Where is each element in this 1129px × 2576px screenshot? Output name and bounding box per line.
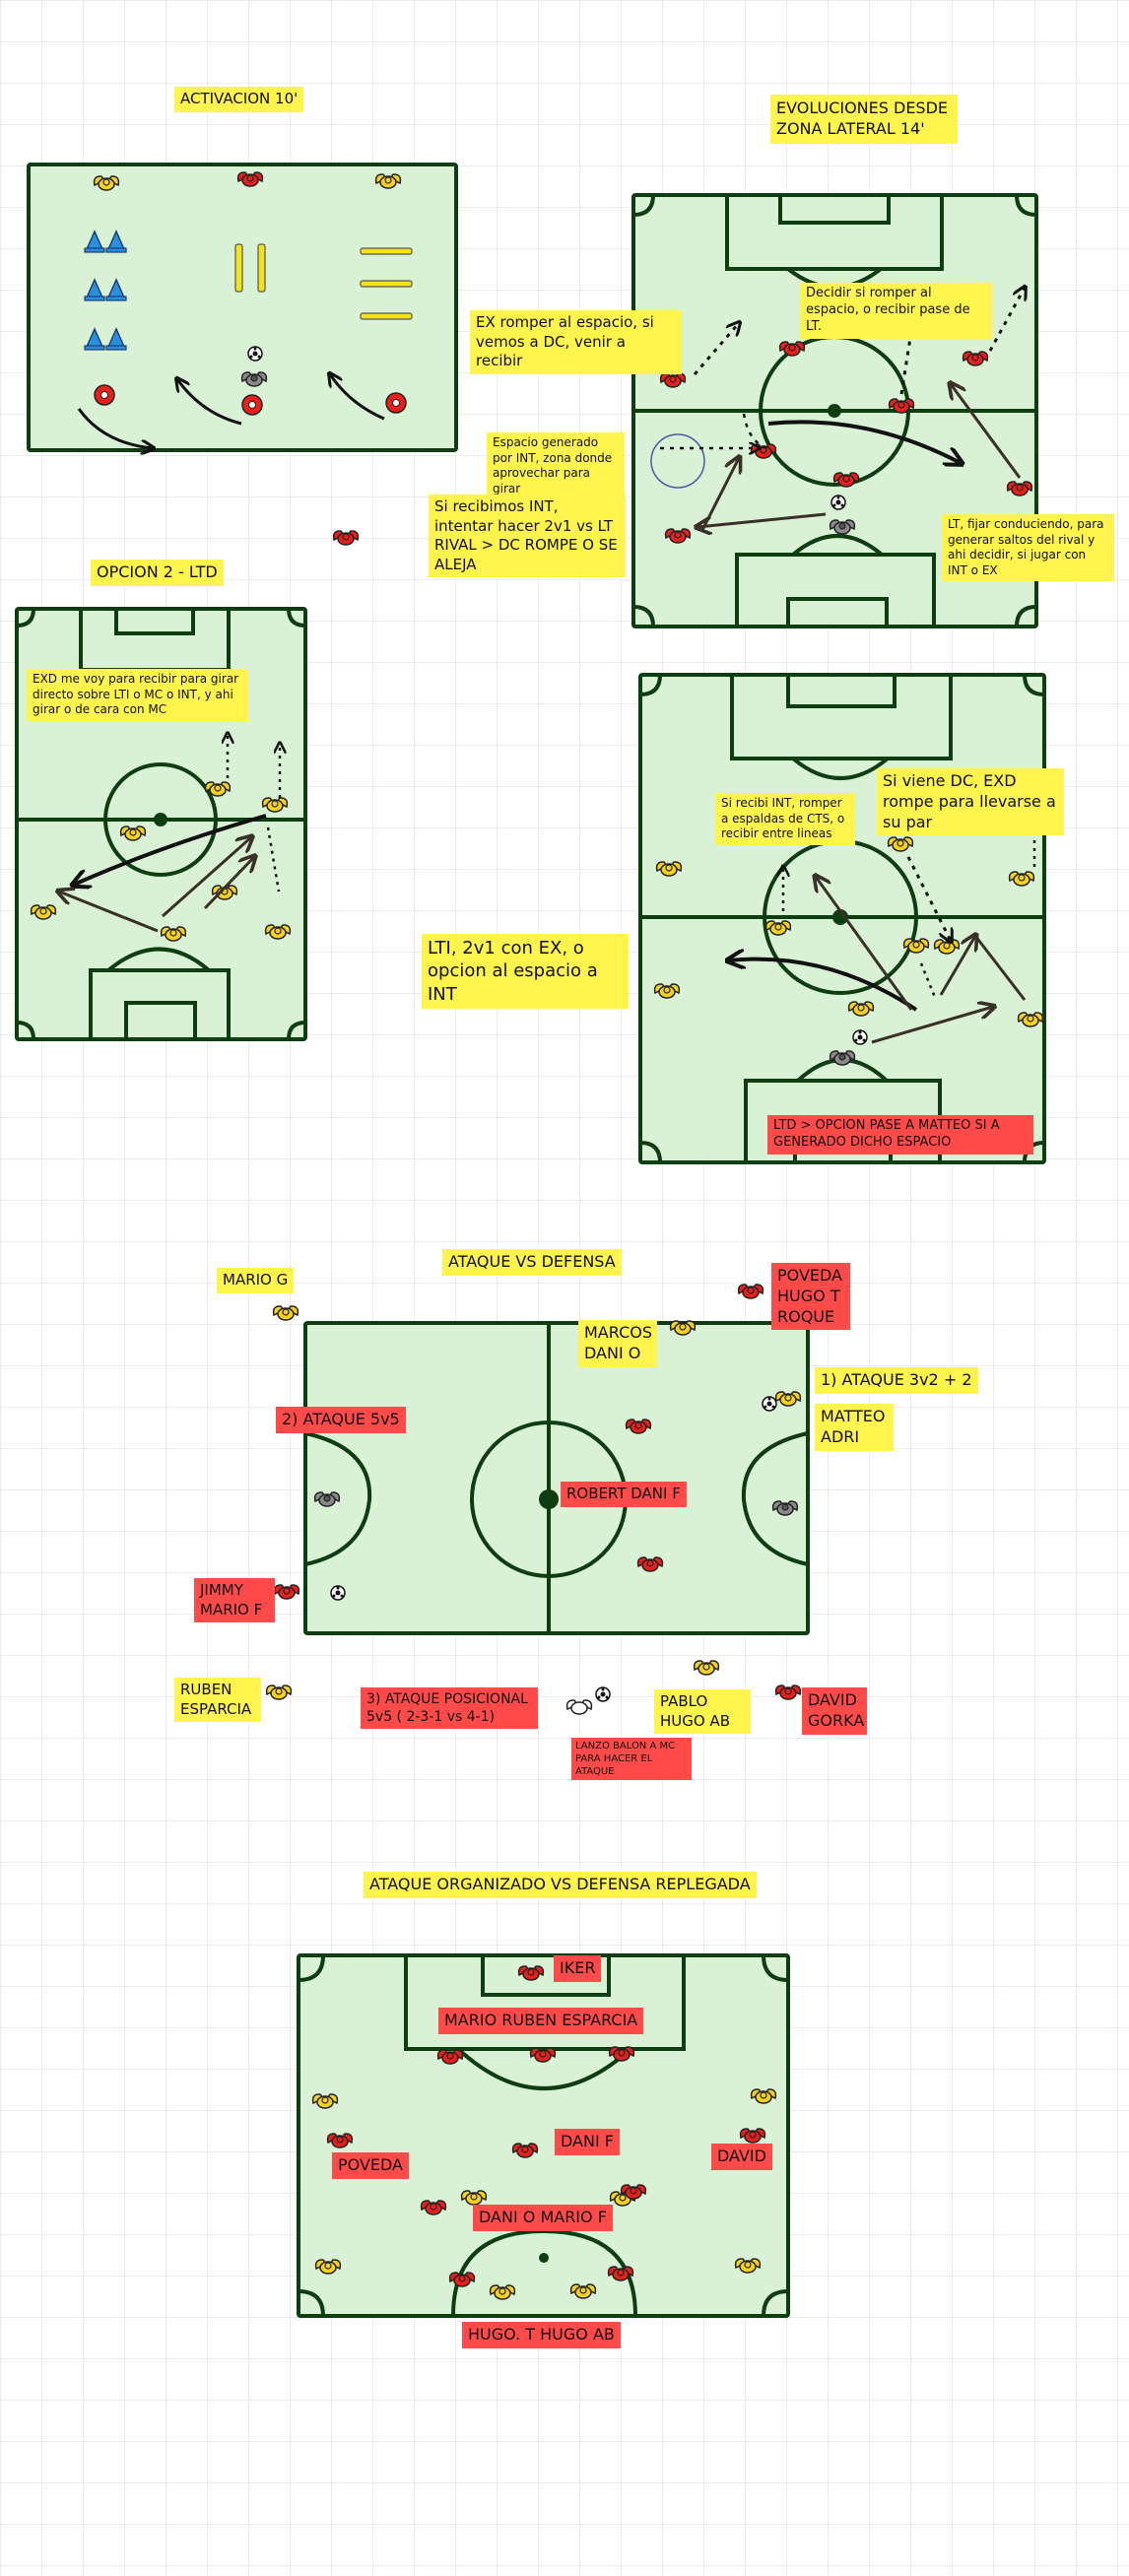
player-token-icon <box>737 1284 764 1299</box>
ball-icon <box>330 1585 346 1601</box>
note-decidir: Decidir si romper al espacio, o recibir … <box>800 283 992 339</box>
arrow-icon <box>767 420 961 463</box>
arrow-icon <box>951 384 1022 479</box>
label-mario-g: MARIO G <box>217 1268 295 1293</box>
title-opcion2: OPCION 2 - LTD <box>91 560 224 586</box>
note-ex-romper: EX romper al espacio, si vemos a DC, ven… <box>470 310 682 374</box>
ring-cone-icon <box>241 394 263 416</box>
label-poveda: POVEDA <box>332 2152 409 2179</box>
arrow-icon <box>266 826 281 892</box>
player-token-icon <box>273 1584 300 1600</box>
pitch-ataque-defensa <box>265 1284 810 1715</box>
player-token-icon <box>693 1660 720 1676</box>
arrow-icon <box>899 325 912 395</box>
ball-icon <box>762 1396 777 1412</box>
label-ataque-3v2: 1) ATAQUE 3v2 + 2 <box>815 1367 978 1394</box>
label-robert: ROBERT DANI F <box>561 1482 687 1507</box>
player-token-icon <box>774 1684 802 1700</box>
arrow-icon <box>988 288 1025 352</box>
label-mario-ruben: MARIO RUBEN ESPARCIA <box>438 2008 644 2034</box>
arrow-icon <box>973 935 1027 1001</box>
ring-cone-icon <box>385 392 407 414</box>
label-dani-o: DANI O MARIO F <box>473 2205 613 2231</box>
title-organizado: ATAQUE ORGANIZADO VS DEFENSA REPLEGADA <box>364 1872 757 1898</box>
label-matteo-group: MATTEO ADRI <box>815 1404 894 1451</box>
arrow-icon <box>742 413 769 450</box>
arrow-icon <box>162 837 251 918</box>
label-marcos-group: MARCOS DANI O <box>578 1320 657 1367</box>
note-lt-fijar: LT, fijar conduciendo, para generar salt… <box>942 514 1114 582</box>
arrow-icon <box>871 1007 993 1044</box>
label-hugo: HUGO. T HUGO AB <box>462 2322 621 2348</box>
title-ataque-defensa: ATAQUE VS DEFENSA <box>442 1249 622 1276</box>
label-jimmy-group: JIMMY MARIO F <box>194 1578 275 1622</box>
player-token-icon <box>565 1699 593 1715</box>
arrow-icon <box>330 374 385 421</box>
pole-icon <box>360 247 413 255</box>
arrow-icon <box>700 458 739 531</box>
title-evoluciones-line2: ZONA LATERAL 14' <box>776 118 925 138</box>
label-dani-f: DANI F <box>555 2129 620 2155</box>
note-espacio-generado: Espacio generado por INT, zona donde apr… <box>487 432 625 500</box>
label-poveda-group: POVEDA HUGO T ROQUE <box>771 1263 850 1331</box>
title-evoluciones-line1: EVOLUCIONES DESDE <box>776 99 949 117</box>
note-lti: LTI, 2v1 con EX, o opcion al espacio a I… <box>422 934 629 1010</box>
title-activacion: ACTIVACION 10' <box>174 87 304 112</box>
note-si-viene: Si viene DC, EXD rompe para llevarse a s… <box>877 768 1064 836</box>
arrow-icon <box>203 857 254 910</box>
label-ataque-posicional: 3) ATAQUE POSICIONAL 5v5 ( 2-3-1 vs 4-1) <box>361 1687 538 1730</box>
arrow-icon <box>919 962 938 1001</box>
pitch-evoluciones-2 <box>638 673 1046 1164</box>
arrow-icon <box>697 512 827 527</box>
label-pablo-group: PABLO HUGO AB <box>654 1689 751 1734</box>
pitch-organizado <box>297 1953 790 2318</box>
note-si-recibi: Si recibi INT, romper a espaldas de CTS,… <box>715 793 855 845</box>
pole-icon <box>360 312 413 320</box>
arrow-icon <box>816 877 913 1011</box>
label-david: DAVID <box>711 2144 772 2170</box>
pitch-activacion <box>27 163 458 450</box>
ball-icon <box>595 1686 611 1702</box>
arrow-icon <box>74 814 267 885</box>
ball-icon <box>852 1029 868 1045</box>
label-ataque-5v5: 2) ATAQUE 5v5 <box>276 1407 406 1433</box>
arrow-icon <box>177 379 242 426</box>
label-lanzo: LANZO BALON A MC PARA HACER EL ATAQUE <box>571 1738 692 1780</box>
label-david-group: DAVID GORKA <box>802 1687 867 1735</box>
note-ltd: LTD > OPCION PASE A MATTEO SI A GENERADO… <box>767 1115 1033 1155</box>
player-token-icon <box>332 530 360 546</box>
label-iker: IKER <box>554 1955 602 1982</box>
arrow-icon <box>693 323 739 375</box>
arrow-icon <box>939 936 975 996</box>
title-evoluciones: EVOLUCIONES DESDE ZONA LATERAL 14' <box>770 95 958 144</box>
arrow-icon <box>77 408 153 448</box>
arrow-icon <box>59 892 159 933</box>
pole-icon <box>360 280 413 288</box>
player-token-icon <box>272 1305 299 1321</box>
ring-cone-icon <box>94 384 115 406</box>
note-si-recibimos: Si recibimos INT, intentar hacer 2v1 vs … <box>429 495 626 577</box>
ball-icon <box>830 495 846 510</box>
pole-icon <box>257 243 266 293</box>
label-ruben-group: RUBEN ESPARCIA <box>174 1678 261 1722</box>
pole-icon <box>234 243 243 293</box>
ball-icon <box>247 346 263 362</box>
arrow-icon <box>729 959 918 1012</box>
player-token-icon <box>265 1684 293 1700</box>
note-exd: EXD me voy para recibir para girar direc… <box>27 669 248 721</box>
